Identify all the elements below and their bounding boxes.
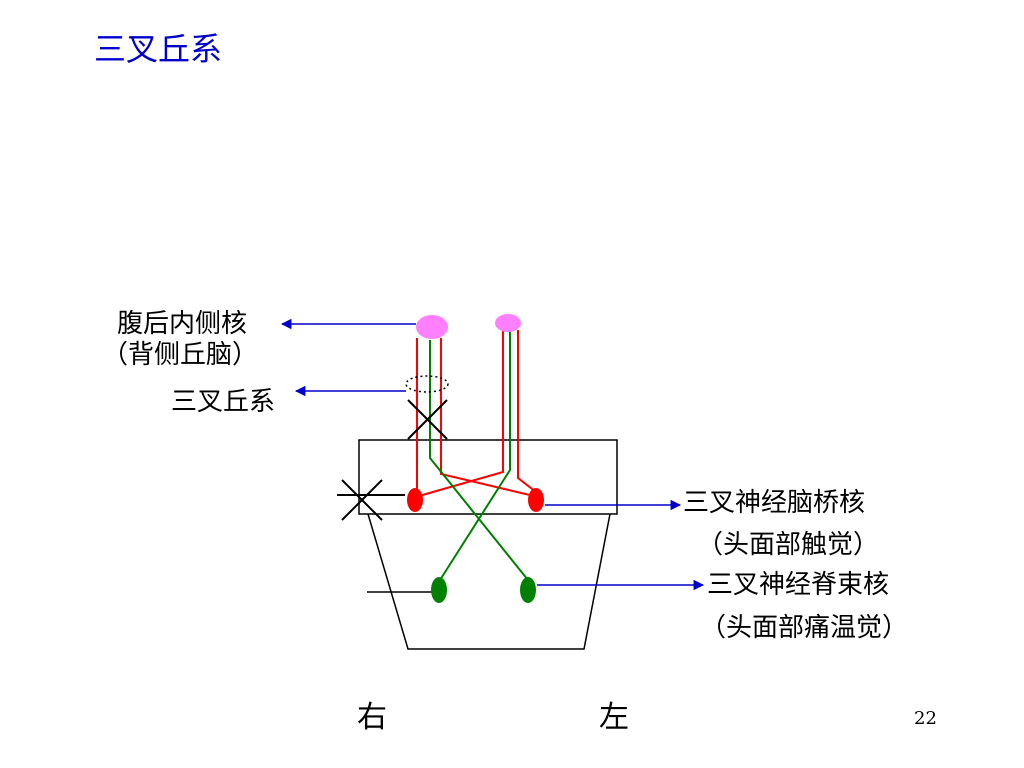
pontine-nucleus-left [528,488,544,512]
lemniscus-ellipse [405,375,449,393]
spinal-nucleus-left [520,577,536,603]
vpm-label-line2: （背侧丘脑） [102,340,259,370]
spinal-nucleus-right [431,577,447,603]
thalamic-nucleus-right [416,315,448,339]
page-number: 22 [914,708,937,729]
pontine-label-line2: （头面部触觉） [697,530,880,560]
vpm-label-line1: 腹后内侧核 [117,309,248,339]
lemniscus-label: 三叉丘系 [171,387,276,417]
spinal-label-line2: （头面部痛温觉） [700,613,909,643]
right-side-label: 右 [357,700,387,735]
green-fibers [429,330,529,581]
pons-box [358,439,618,515]
pontine-nucleus-right [407,488,423,512]
lesion-x-lower [337,479,405,521]
slide-title: 三叉丘系 [94,30,223,68]
spinal-label-line1: 三叉神经脊束核 [707,570,890,600]
thalamic-nucleus-left [495,314,521,332]
red-fibers [416,330,537,498]
lesion-x-upper [407,399,448,440]
pontine-label-line1: 三叉神经脑桥核 [683,488,866,518]
left-side-label: 左 [599,700,629,735]
medulla-outline [367,513,611,650]
